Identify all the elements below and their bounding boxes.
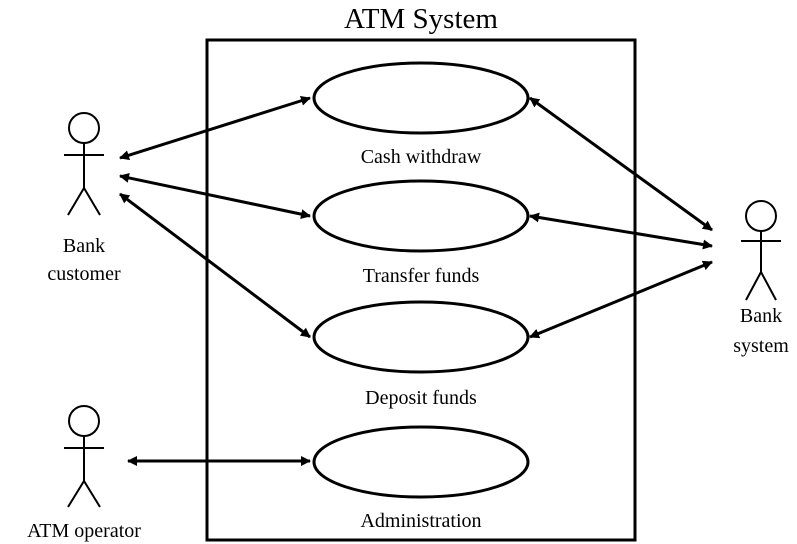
actor-bank-system[interactable]: Bank system xyxy=(733,200,789,357)
stick-figure-icon xyxy=(64,112,104,216)
association-customer-transfer xyxy=(119,172,311,220)
stick-figure-icon xyxy=(64,405,104,508)
actor-label-line: customer xyxy=(47,263,121,285)
actor-bank-customer[interactable]: Bank customer xyxy=(47,112,121,285)
use-case-label-transfer-funds: Transfer funds xyxy=(363,265,480,287)
use-case-label-cash-withdraw: Cash withdraw xyxy=(361,146,482,168)
stick-figure-icon xyxy=(741,200,781,301)
actor-label-line: ATM operator xyxy=(27,520,141,542)
use-case-cash-withdraw[interactable] xyxy=(312,61,530,135)
use-case-administration[interactable] xyxy=(312,425,530,499)
association-system-transfer xyxy=(529,212,713,250)
use-case-deposit-funds[interactable] xyxy=(312,300,530,374)
association-customer-deposit xyxy=(119,192,311,339)
system-title: ATM System xyxy=(344,3,498,35)
association-system-cash xyxy=(529,96,713,232)
actor-label-line: Bank xyxy=(63,235,105,257)
actor-atm-operator[interactable]: ATM operator xyxy=(27,405,141,542)
association-customer-cash xyxy=(119,95,311,161)
actor-label-line: system xyxy=(733,335,789,357)
association-system-deposit xyxy=(529,260,713,339)
actor-label-line: Bank xyxy=(740,305,782,327)
system-boundary xyxy=(205,38,637,542)
use-case-label-administration: Administration xyxy=(360,510,481,532)
use-case-transfer-funds[interactable] xyxy=(312,179,530,253)
use-case-label-deposit-funds: Deposit funds xyxy=(365,387,477,409)
